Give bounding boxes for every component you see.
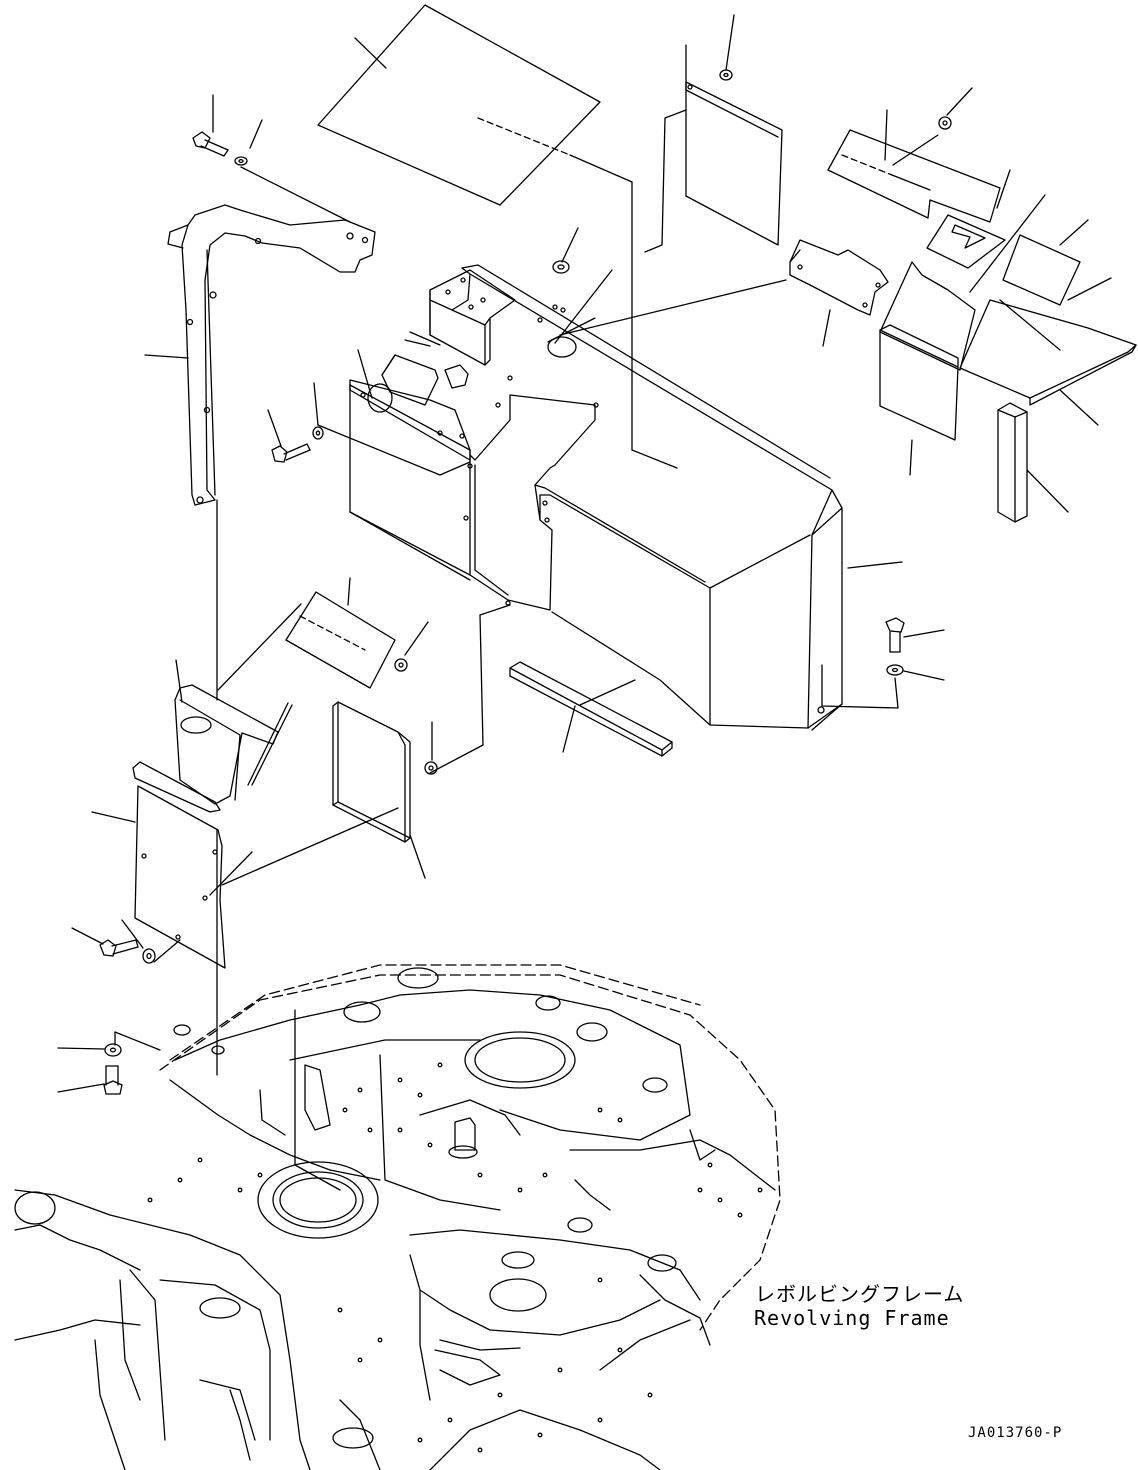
bolt-lower-left [71, 919, 181, 964]
top-right-panel [644, 14, 783, 253]
frame-label-english: Revolving Frame [754, 1306, 950, 1330]
main-cover-box [349, 264, 843, 731]
stay-bracket [144, 204, 376, 506]
small-plate [217, 577, 429, 691]
bolt-top-left [192, 94, 351, 223]
mount-bracket-block [367, 269, 577, 413]
bolt-middle-left [267, 382, 324, 463]
bolt-far-left [57, 1043, 123, 1095]
revolving-frame [14, 964, 781, 1470]
frame-label-japanese: レボルビングフレーム [755, 1282, 965, 1306]
leader-lines-center [317, 181, 903, 569]
bolt-right [821, 617, 945, 709]
guide-lines-left [114, 499, 218, 1076]
right-sheet-cluster [789, 87, 1137, 523]
top-cover-sheet [317, 4, 633, 206]
drawing-code: JA013760-P [968, 1425, 1063, 1441]
lower-long-bar [509, 661, 673, 757]
side-pad-block [332, 604, 511, 879]
lower-left-bracket [91, 659, 399, 969]
